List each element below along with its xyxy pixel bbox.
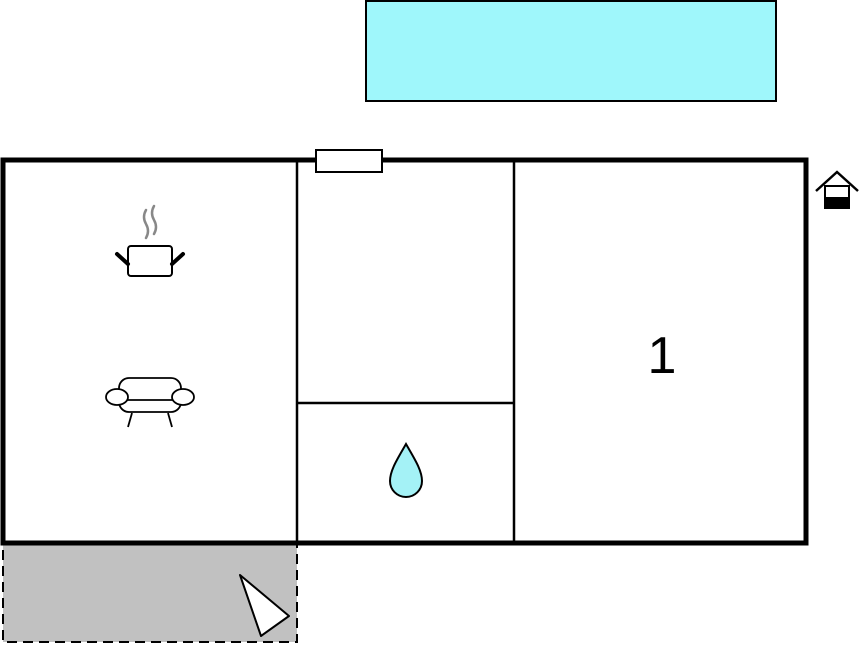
- bedroom-number-label: 1: [648, 327, 677, 385]
- kitchen-pot-icon: [115, 204, 185, 277]
- window: [315, 149, 383, 173]
- room-bathroom: [388, 441, 424, 498]
- water-drop-icon: [388, 441, 424, 498]
- outer-walls: [0, 157, 809, 546]
- room-bedroom: 1: [648, 327, 677, 385]
- compass-north-icon: [239, 574, 290, 637]
- house-entrance-icon: [815, 170, 859, 209]
- sofa-icon: [105, 377, 195, 428]
- room-living: [105, 204, 195, 428]
- swimming-pool: [365, 0, 777, 102]
